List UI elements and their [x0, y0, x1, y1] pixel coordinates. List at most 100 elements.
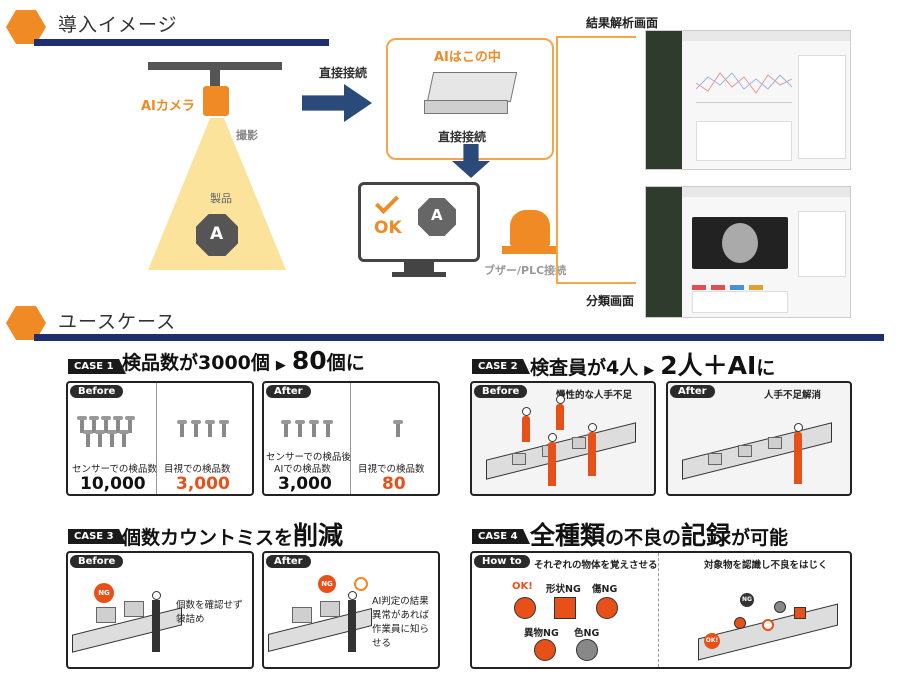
- result-screen-label: 結果解析画面: [586, 16, 659, 30]
- shape-ng-label: 形状NG: [546, 584, 581, 595]
- worker-icon: [152, 591, 161, 600]
- worker-icon: [556, 395, 565, 404]
- shooting-label: 撮影: [236, 129, 258, 142]
- color-ng-label: 色NG: [574, 628, 600, 639]
- buzzer-base: [502, 246, 558, 254]
- after-pill: After: [670, 385, 715, 398]
- classify-screen-label: 分類画面: [586, 294, 635, 308]
- product-letter: A: [210, 224, 224, 244]
- after-note-1: AI判定の結果: [372, 596, 429, 607]
- worker-icon: [794, 423, 803, 432]
- before-pill: Before: [474, 385, 528, 398]
- camera-mount: [148, 62, 282, 70]
- b-right-label: 目視での検品数: [164, 464, 231, 475]
- case1-before-panel: Before センサーでの検品数 10,000 目視での検品数 3,000: [66, 381, 254, 496]
- product-hex-icon: [196, 214, 238, 256]
- case2-heading: 検査員が4人▶2人＋AIに: [530, 351, 776, 380]
- foreign-ng-label: 異物NG: [524, 628, 559, 639]
- arrow-right-icon: [302, 84, 372, 122]
- after-note-3: 作業員に知らせる: [372, 624, 430, 649]
- case4-heading: 全種類の不良の記録が可能: [530, 521, 789, 550]
- camera-icon: [203, 86, 229, 116]
- section-underline: [34, 39, 329, 46]
- ng-badge-icon: NG: [94, 583, 114, 603]
- buzzer-label: ブザー/PLC接続: [484, 264, 567, 277]
- case4-panel: How to それぞれの物体を覚えさせる 対象物を認識し不良をはじく OK! 形…: [470, 551, 852, 669]
- camera-label: AIカメラ: [141, 99, 195, 114]
- worker-icon: [548, 433, 557, 442]
- after-note: 人手不足解消: [764, 390, 822, 401]
- before-pill: Before: [70, 555, 124, 568]
- product-box: [292, 607, 312, 623]
- product-box: [768, 437, 782, 449]
- case3-before-panel: Before NG 個数を確認せず 袋詰め: [66, 551, 254, 669]
- case2-before-panel: Before 慢性的な人手不足: [470, 381, 656, 496]
- b-left-label: センサーでの検品数: [72, 464, 157, 475]
- ng-badge-icon: NG: [318, 575, 336, 593]
- conveyor-belt: [486, 422, 636, 480]
- ok-hex-icon: [418, 198, 456, 236]
- before-note-1: 個数を確認せず: [176, 600, 243, 611]
- ok-object-icon: OK!: [704, 633, 720, 649]
- screws-icon: [76, 415, 146, 451]
- after-pill: After: [266, 385, 311, 398]
- case1-heading: 検品数が3000個▶80個に: [122, 346, 365, 375]
- section-hex-icon: [6, 10, 46, 44]
- ok-label: OK: [374, 218, 402, 238]
- conveyor-belt: [682, 422, 832, 480]
- scratch-ng-icon: [596, 597, 618, 619]
- a-left-label2: AIでの検品数: [274, 464, 331, 475]
- case2-tag: CASE 2: [472, 359, 530, 374]
- connector-arrow-bottom: [556, 282, 636, 284]
- alert-icon: [354, 577, 368, 591]
- product-box: [96, 607, 116, 623]
- b-left-num: 10,000: [80, 474, 146, 494]
- product-box: [738, 445, 752, 457]
- worker-icon: [348, 591, 357, 600]
- ng-badge-icon: NG: [740, 593, 754, 607]
- result-screenshot: [645, 30, 851, 170]
- shape-ng-icon: [554, 597, 576, 619]
- object-icon: [762, 619, 774, 631]
- case2-after-panel: After 人手不足解消: [666, 381, 852, 496]
- ai-device-front: [424, 100, 508, 114]
- scratch-ng-label: 傷NG: [592, 584, 618, 595]
- camera-stem: [210, 70, 220, 86]
- direct-connect-label-1: 直接接続: [319, 66, 368, 80]
- b-right-num: 3,000: [176, 474, 230, 494]
- worker-icon: [588, 423, 597, 432]
- object-icon: [774, 601, 786, 613]
- product-box: [572, 437, 586, 449]
- connector-line: [556, 36, 558, 284]
- section-title-usecase: ユースケース: [58, 311, 177, 333]
- product-box: [512, 453, 526, 465]
- case1-tag: CASE 1: [68, 359, 126, 374]
- monitor-base: [392, 272, 446, 277]
- connector-arrow-top: [556, 36, 636, 38]
- ai-box-title: AIはこの中: [434, 50, 501, 65]
- case3-heading: 個数カウントミスを削減: [122, 521, 344, 550]
- ok-letter: A: [431, 206, 443, 224]
- ok-label: OK!: [512, 581, 533, 592]
- inspection-image: [692, 217, 788, 269]
- section-underline: [34, 334, 884, 341]
- screws-icon: [280, 419, 344, 441]
- howto-pill: How to: [474, 555, 530, 568]
- after-note-2: 異常があれば: [372, 610, 430, 621]
- a-left-label1: センサーでの検品後: [266, 452, 351, 463]
- ok-object-icon: [514, 597, 536, 619]
- worker-icon: [522, 407, 531, 416]
- monitor-stand: [404, 262, 434, 272]
- product-box: [708, 453, 722, 465]
- product-box: [320, 601, 340, 617]
- product-label: 製品: [210, 192, 232, 205]
- direct-connect-label-2: 直接接続: [438, 130, 487, 144]
- screw-icon: [392, 419, 404, 441]
- howto-note: それぞれの物体を覚えさせる: [534, 560, 658, 571]
- object-icon: [794, 607, 806, 619]
- chart-line: [696, 63, 792, 103]
- case3-tag: CASE 3: [68, 529, 126, 544]
- product-box: [124, 601, 144, 617]
- before-pill: Before: [70, 385, 124, 398]
- buzzer-icon: [510, 210, 550, 246]
